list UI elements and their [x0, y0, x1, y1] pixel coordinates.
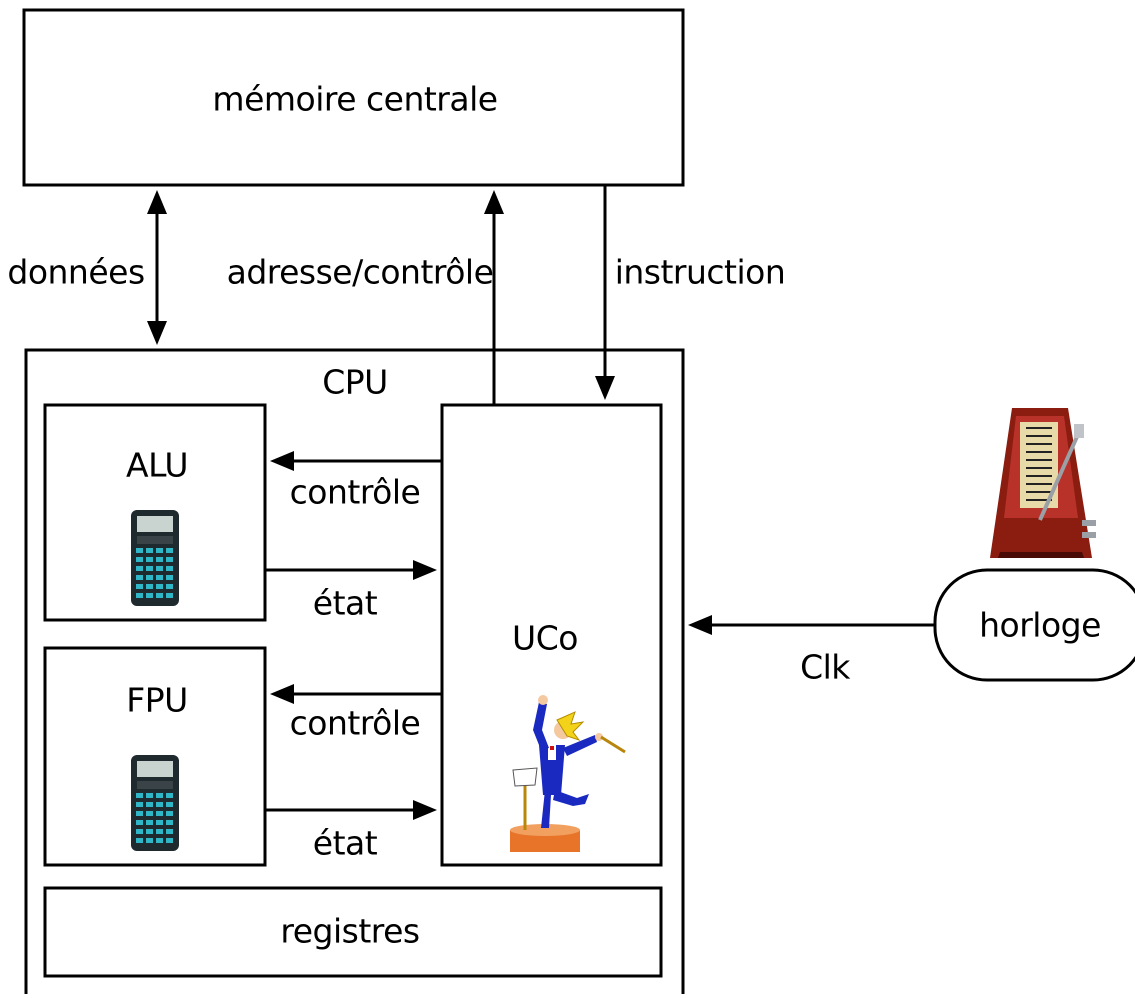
- alu-control-label: contrôle: [289, 472, 421, 512]
- address-label: adresse/contrôle: [226, 252, 494, 292]
- fpu-control-arrow: [270, 684, 442, 704]
- clk-label: Clk: [800, 647, 850, 687]
- instruction-label: instruction: [614, 252, 786, 292]
- fpu-control-label: contrôle: [289, 703, 421, 743]
- calculator-icon: [131, 755, 179, 851]
- fpu-state-label: état: [312, 823, 378, 863]
- uco-label: UCo: [512, 618, 578, 658]
- memory-box: [22, 8, 685, 187]
- fpu-state-arrow: [265, 800, 437, 820]
- instruction-arrow: [595, 185, 615, 400]
- data-label: données: [7, 252, 145, 292]
- alu-state-label: état: [312, 583, 378, 623]
- data-arrow: [147, 190, 167, 345]
- alu-state-arrow: [265, 560, 437, 580]
- registers-box: [43, 886, 663, 978]
- registers-label: registres: [280, 911, 420, 951]
- cpu-box: [24, 348, 685, 994]
- metronome-icon: [990, 408, 1096, 558]
- memory-label: mémoire centrale: [212, 79, 498, 119]
- clock-label: horloge: [979, 605, 1101, 645]
- alu-label: ALU: [126, 445, 188, 485]
- calculator-icon: [131, 510, 179, 606]
- address-arrow: [484, 190, 504, 405]
- fpu-label: FPU: [126, 680, 188, 720]
- conductor-icon: [510, 695, 626, 852]
- clk-arrow: [688, 615, 935, 635]
- alu-control-arrow: [270, 451, 442, 471]
- cpu-label: CPU: [322, 362, 388, 402]
